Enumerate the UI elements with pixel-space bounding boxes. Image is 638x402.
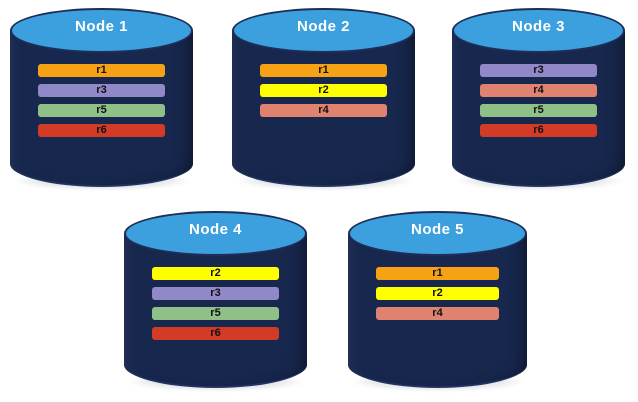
record-list: r2 r3 r5 r6 (152, 267, 279, 340)
record-bar[interactable]: r1 (38, 64, 165, 77)
record-list: r3 r4 r5 r6 (480, 64, 597, 137)
record-bar[interactable]: r1 (260, 64, 387, 77)
node-cylinder-3[interactable]: Node 3 r3 r4 r5 r6 (452, 8, 625, 190)
record-bar[interactable]: r6 (480, 124, 597, 137)
node-cylinder-5[interactable]: Node 5 r1 r2 r4 (348, 211, 527, 391)
record-list: r1 r2 r4 (260, 64, 387, 117)
cylinder-top-ellipse (348, 211, 527, 256)
node-cylinder-4[interactable]: Node 4 r2 r3 r5 r6 (124, 211, 307, 391)
node-label: Node 2 (296, 18, 350, 35)
record-bar[interactable]: r4 (260, 104, 387, 117)
cylinder-top-ellipse (232, 8, 415, 53)
record-list: r1 r2 r4 (376, 267, 499, 320)
cylinder-top-ellipse (124, 211, 307, 256)
record-bar[interactable]: r2 (260, 84, 387, 97)
record-bar[interactable]: r2 (152, 267, 279, 280)
node-label: Node 3 (511, 18, 565, 35)
record-list: r1 r3 r5 r6 (38, 64, 165, 137)
node-cylinder-1[interactable]: Node 1 r1 r3 r5 r6 (10, 8, 193, 190)
cylinder-top-ellipse (452, 8, 625, 53)
record-bar[interactable]: r1 (376, 267, 499, 280)
record-bar[interactable]: r4 (376, 307, 499, 320)
record-bar[interactable]: r5 (152, 307, 279, 320)
record-bar[interactable]: r4 (480, 84, 597, 97)
record-bar[interactable]: r5 (38, 104, 165, 117)
record-bar[interactable]: r6 (38, 124, 165, 137)
record-bar[interactable]: r3 (152, 287, 279, 300)
node-label: Node 1 (74, 18, 128, 35)
record-bar[interactable]: r2 (376, 287, 499, 300)
record-bar[interactable]: r5 (480, 104, 597, 117)
record-bar[interactable]: r3 (480, 64, 597, 77)
record-bar[interactable]: r6 (152, 327, 279, 340)
node-label: Node 4 (188, 221, 242, 238)
node-label: Node 5 (410, 221, 464, 238)
record-bar[interactable]: r3 (38, 84, 165, 97)
node-cylinder-2[interactable]: Node 2 r1 r2 r4 (232, 8, 415, 190)
cylinder-top-ellipse (10, 8, 193, 53)
